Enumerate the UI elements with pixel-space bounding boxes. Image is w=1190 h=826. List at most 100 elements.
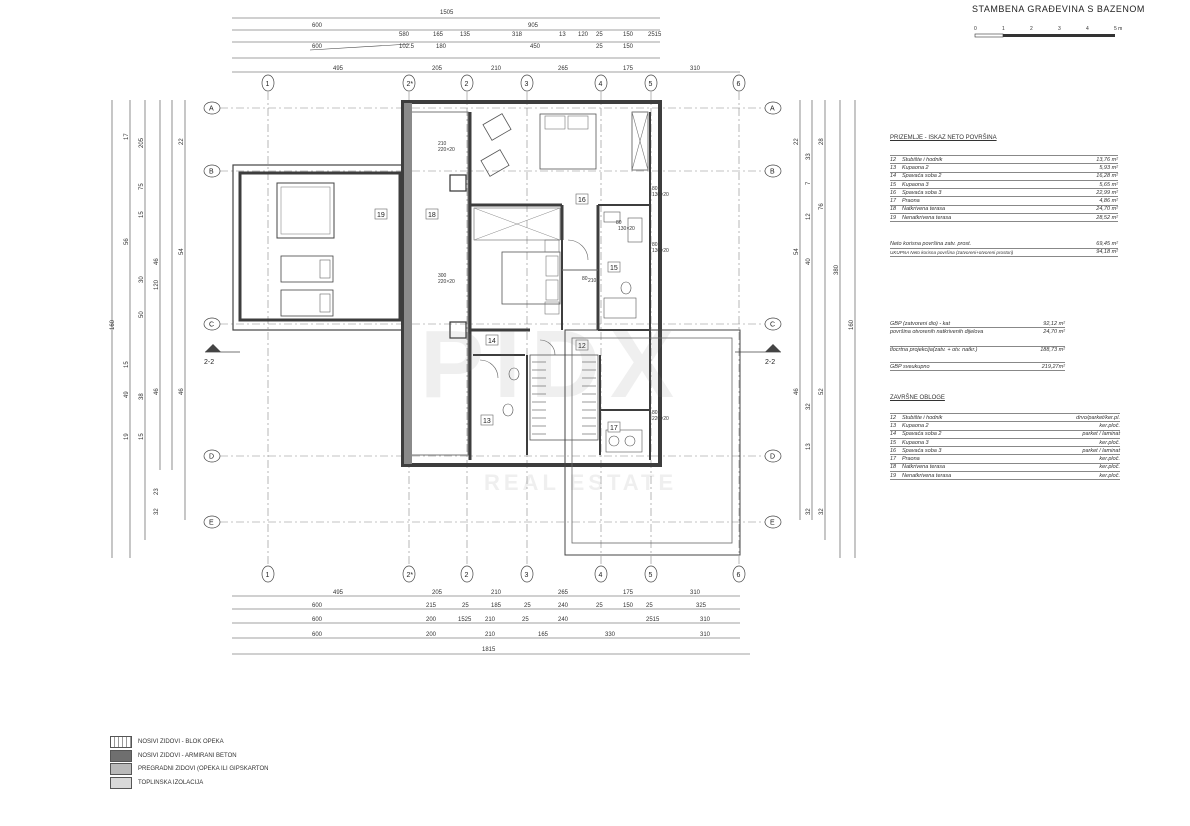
top-dim-row2b: 600 [312, 44, 323, 50]
bottom-overall-dim: 1815 [482, 647, 496, 653]
grid-col-label-bottom: 5 [649, 572, 653, 579]
finish-value: ker.ploč. [1099, 472, 1120, 479]
grid-row-label-right: E [770, 520, 775, 527]
finishes-heading: ZAVRŠNE OBLOGE [890, 395, 945, 401]
door-label: 210 [438, 141, 447, 147]
right-dim-col2: 13 [806, 443, 812, 450]
left-dim-col1: 17 [124, 133, 130, 140]
net-area-number: 16 [890, 189, 897, 196]
bottom-dim-row1: 175 [623, 590, 634, 596]
top-dim-row2: 318 [512, 32, 523, 38]
net-total1-value: 69,45 m² [1096, 241, 1118, 248]
left-dim-col1: 15 [124, 361, 130, 368]
gbp-name: GBP sveukupno [890, 363, 930, 370]
door-label: 80 [582, 276, 588, 282]
net-total1-label: Neto korisna površina zatv. prost. [890, 241, 972, 248]
legend-label: TOPLINSKA IZOLACIJA [138, 779, 204, 786]
top-overall-dim: 1505 [440, 10, 454, 16]
left-dim-col2: 15 [139, 211, 145, 218]
legend-label: NOSIVI ZIDOVI - ARMIRANI BETON [138, 752, 237, 759]
bottom-dim-row4: 600 [312, 632, 323, 638]
grid-col-label-bottom: 2 [465, 572, 469, 579]
net-area-name: Stubište i hodnik [902, 156, 943, 163]
left-dimension-lines [111, 100, 186, 558]
left-dim-col2: 30 [139, 276, 145, 283]
legend-label: NOSIVI ZIDOVI - BLOK OPEKA [138, 739, 224, 745]
bottom-dim-row3: 2515 [646, 617, 660, 623]
gbp-value: 24,70 m² [1043, 328, 1065, 335]
finish-number: 15 [890, 439, 897, 446]
drawing-title: STAMBENA GRAĐEVINA S BAZENOM [972, 4, 1145, 14]
top-dim-row3: 265 [558, 66, 569, 72]
finish-name: Spavaća soba 3 [902, 447, 942, 454]
gbp-name: tlocrtna projekcija(zatv. + otv. natkr.) [890, 347, 978, 354]
grid-col-label-top: 2 [465, 81, 469, 88]
bottom-dim-row4: 210 [485, 632, 496, 638]
door-label: 80 [616, 220, 622, 226]
bottom-dim-row3: 240 [558, 617, 569, 623]
grid-bubble-right [764, 317, 782, 331]
top-dim-row2b: 450 [530, 44, 541, 50]
legend-swatch [110, 736, 132, 748]
net-total2-label: UKUPNA Neto korisna površina (zatvoreni+… [890, 249, 1014, 255]
right-dim-col3: 32 [819, 508, 825, 515]
grid-col-label-top: 5 [649, 81, 653, 88]
top-dim-row2b: 150 [623, 44, 634, 50]
bottom-dim-row1: 265 [558, 590, 569, 596]
grid-bubble-right [764, 164, 782, 178]
finish-number: 13 [890, 422, 897, 429]
net-area-value: 13,76 m² [1096, 156, 1118, 163]
top-dim-row2: 13 [559, 32, 566, 38]
grid-col-label-bottom: 3 [525, 572, 529, 579]
bottom-dim-row4: 200 [426, 632, 437, 638]
bottom-dim-row3: 310 [700, 617, 711, 623]
top-dim-row3: 210 [491, 66, 502, 72]
door-label: 80 [652, 242, 658, 248]
grid-bubble-left [203, 449, 221, 463]
top-dim-row3: 205 [432, 66, 443, 72]
net-area-name: Praona [902, 198, 920, 205]
bottom-dim-row1: 310 [690, 590, 701, 596]
net-area-number: 17 [890, 198, 897, 205]
right-dim-col1: 46 [794, 388, 800, 395]
net-area-number: 15 [890, 181, 897, 188]
right-dim-col2: 33 [806, 153, 812, 160]
right-dim-col1: 22 [794, 138, 800, 145]
left-dim-col2: 50 [139, 311, 145, 318]
bottom-dim-row4: 330 [605, 632, 616, 638]
finish-number: 17 [890, 456, 897, 463]
left-dim-col3: 23 [154, 488, 160, 495]
finish-value: ker.ploč. [1099, 422, 1120, 429]
room-number-box [607, 261, 621, 273]
bottom-dim-row2: 25 [596, 603, 603, 609]
bottom-dim-row3: 25 [522, 617, 529, 623]
grid-col-label-bottom: 4 [599, 572, 603, 579]
finish-value: drvo/parket/ker.pl. [1076, 414, 1120, 421]
gbp-value: 188,73 m² [1040, 347, 1065, 354]
finish-name: Kupaona 2 [902, 422, 929, 429]
top-dim-row2: 2515 [648, 32, 662, 38]
top-dim-row1: 905 [528, 23, 539, 29]
finish-row: 13 Kupaona 2 ker.ploč. [890, 421, 1120, 429]
watermark-brand: PIDX [420, 311, 685, 418]
top-dim-row2b: 180 [436, 44, 447, 50]
net-area-number: 18 [890, 206, 897, 213]
grid-row-label-right: A [770, 106, 775, 113]
left-dim-col4: 46 [179, 388, 185, 395]
net-area-name: Kupaona 3 [902, 181, 929, 188]
left-dim-col4: 54 [179, 248, 185, 255]
grid-col-label-bottom: 1 [266, 572, 270, 579]
room-number-13: 13 [483, 418, 491, 425]
grid-row-label-left: A [209, 106, 214, 113]
